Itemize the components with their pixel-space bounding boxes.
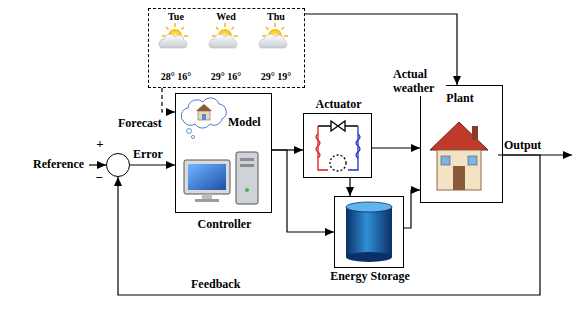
connector bbox=[118, 155, 540, 295]
connector bbox=[349, 178, 350, 196]
edge-label: Actual weather bbox=[392, 68, 446, 96]
weather-icon bbox=[159, 23, 188, 48]
connector bbox=[404, 190, 420, 228]
node-text: 28° 16° bbox=[151, 71, 201, 83]
heat-pump-symbol bbox=[316, 121, 360, 171]
node-text: Model bbox=[228, 116, 268, 130]
connector bbox=[162, 88, 175, 112]
node-text: 29° 16° bbox=[201, 71, 251, 83]
connector bbox=[130, 164, 175, 165]
summing-junction: +− bbox=[106, 153, 130, 177]
weather-icon bbox=[209, 23, 238, 48]
edge-label: Error bbox=[132, 148, 164, 162]
node-text: Controller bbox=[171, 218, 278, 232]
node-text: Actuator bbox=[294, 98, 383, 112]
thought-cloud bbox=[181, 98, 226, 139]
computer-icon bbox=[184, 152, 258, 204]
connector bbox=[372, 147, 420, 148]
weather-icon bbox=[259, 23, 288, 48]
node-text: Energy Storage bbox=[310, 270, 430, 284]
controller-box: ModelController bbox=[175, 93, 272, 213]
house-icon bbox=[430, 122, 488, 190]
node-text: 29° 19° bbox=[251, 71, 301, 83]
node-text: Tue bbox=[151, 11, 201, 23]
node-text: Thu bbox=[251, 11, 301, 23]
node-text: − bbox=[94, 171, 104, 186]
signal-label: Reference bbox=[32, 158, 85, 172]
reference-arrow bbox=[89, 164, 106, 165]
actuator-box: Actuator bbox=[303, 113, 372, 178]
signal-label: Output bbox=[503, 139, 542, 153]
edge-label: Forecast bbox=[117, 117, 163, 131]
energy-storage-box: Energy Storage bbox=[334, 196, 404, 268]
plant-box: Plant bbox=[420, 85, 503, 203]
edge-label: Feedback bbox=[190, 278, 241, 292]
node-text: + bbox=[95, 137, 105, 152]
storage-tank bbox=[346, 202, 392, 262]
forecast-panel: Tue 28° 16° Wed 29° 16° Thu 29° 19° bbox=[148, 8, 305, 88]
node-text: Wed bbox=[201, 11, 251, 23]
